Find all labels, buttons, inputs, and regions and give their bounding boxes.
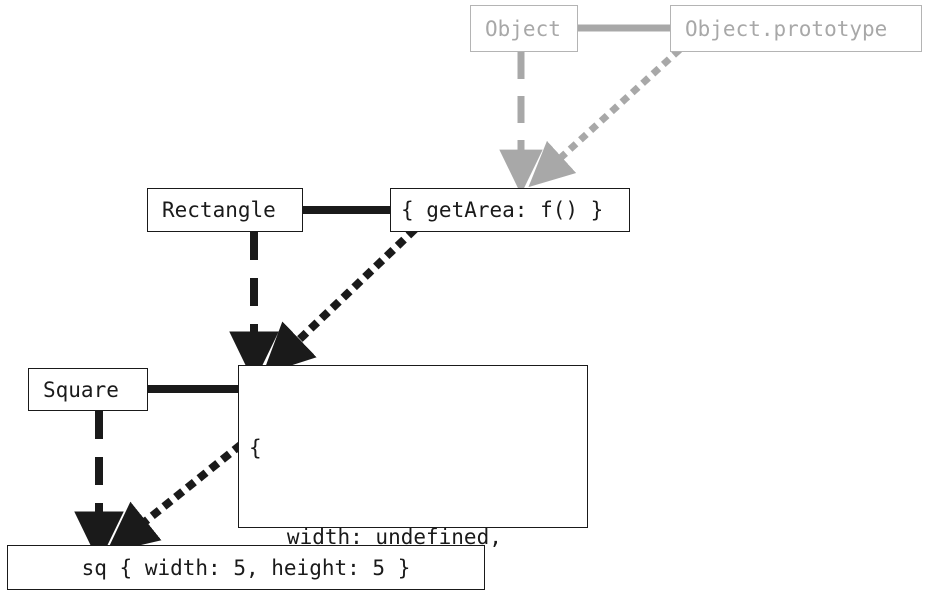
node-instance-props-line-open: { <box>249 435 262 460</box>
node-sq-instance-label: sq { width: 5, height: 5 } <box>81 555 411 580</box>
node-object-prototype[interactable]: Object.prototype <box>670 5 922 52</box>
node-object-prototype-label: Object.prototype <box>685 16 888 41</box>
node-rectangle-prototype[interactable]: { getArea: f() } <box>390 188 630 232</box>
node-rectangle-label: Rectangle <box>162 198 276 222</box>
node-square[interactable]: Square <box>28 368 148 411</box>
node-rectangle[interactable]: Rectangle <box>147 188 303 232</box>
edge-instance-props-proto-link <box>106 441 244 554</box>
node-object[interactable]: Object <box>470 5 578 52</box>
node-rectangle-prototype-label: { getArea: f() } <box>401 198 604 222</box>
node-square-label: Square <box>43 377 119 402</box>
node-object-label: Object <box>485 16 561 41</box>
node-sq-instance[interactable]: sq { width: 5, height: 5 } <box>7 545 485 590</box>
edge-object-prototype-proto-link <box>528 47 682 188</box>
node-instance-props[interactable]: { width: undefined, Height: undefined, } <box>238 365 588 549</box>
edge-rectangle-prototype-proto-link <box>262 226 418 375</box>
